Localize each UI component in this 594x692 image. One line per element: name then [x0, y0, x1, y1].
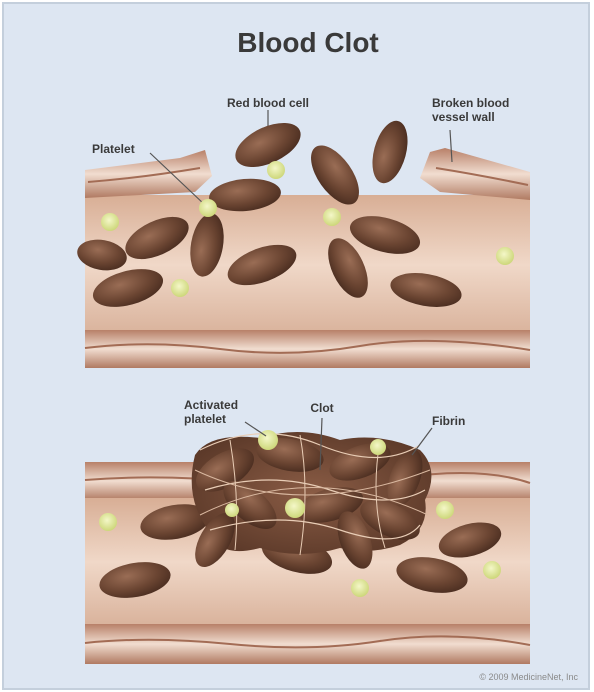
page-title: Blood Clot	[237, 27, 379, 58]
platelet	[99, 513, 117, 531]
label-platelet: Platelet	[92, 142, 135, 156]
activated-platelet	[225, 503, 239, 517]
platelet	[323, 208, 341, 226]
platelet	[436, 501, 454, 519]
label-activated-line2: platelet	[184, 412, 226, 426]
platelet	[483, 561, 501, 579]
top-vessel-lumen	[85, 195, 530, 335]
platelet	[351, 579, 369, 597]
label-clot: Clot	[310, 401, 333, 415]
label-broken-wall-line1: Broken blood	[432, 96, 509, 110]
label-broken-wall-line2: vessel wall	[432, 110, 495, 124]
label-red-blood-cell: Red blood cell	[227, 96, 309, 110]
activated-platelet	[370, 439, 386, 455]
platelet	[496, 247, 514, 265]
activated-platelet	[285, 498, 305, 518]
copyright-notice: © 2009 MedicineNet, Inc	[479, 672, 578, 682]
label-fibrin: Fibrin	[432, 414, 465, 428]
label-activated-line1: Activated	[184, 398, 238, 412]
platelet	[267, 161, 285, 179]
top-vessel-lower-wall	[85, 330, 530, 368]
platelet	[199, 199, 217, 217]
bottom-vessel-lower-wall	[85, 624, 530, 664]
platelet	[171, 279, 189, 297]
platelet	[101, 213, 119, 231]
